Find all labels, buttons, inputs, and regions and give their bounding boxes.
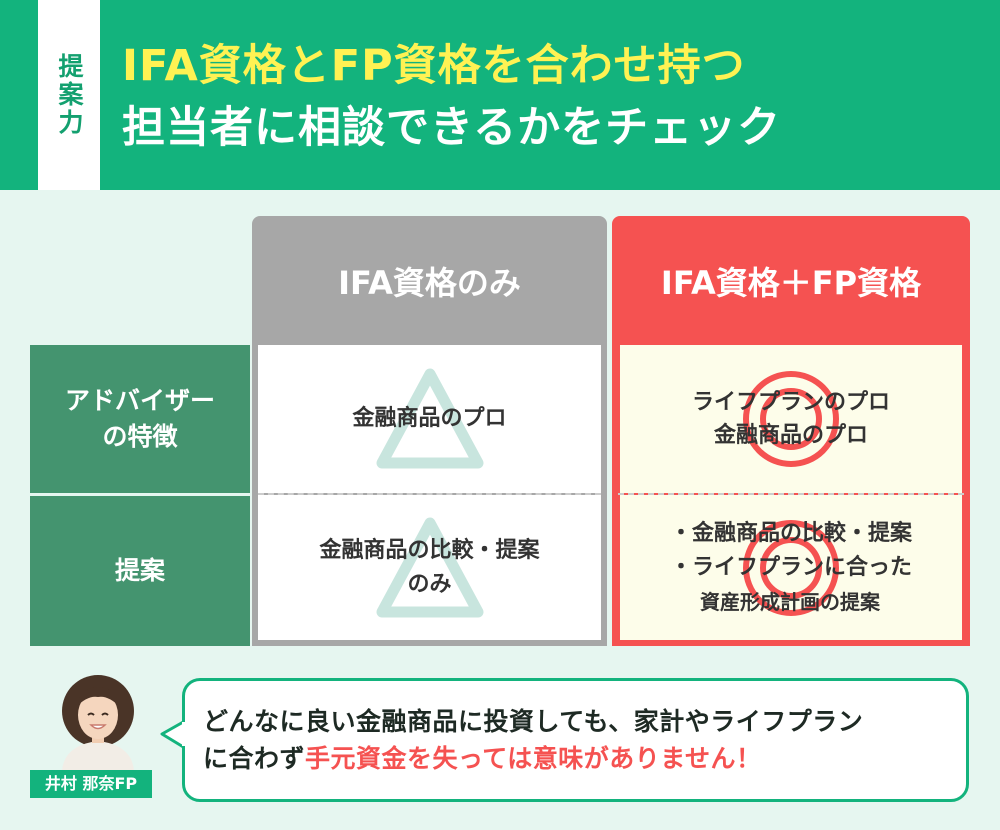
header-banner: 提案力 IFA資格とFP資格を合わせ持つ 担当者に相談できるかをチェック (0, 0, 1000, 190)
message-line-2: に合わず手元資金を失っては意味がありません！ (203, 740, 963, 777)
speech-bubble-tail-cover (182, 722, 190, 746)
column-ifa-only: 金融商品のプロ 金融商品の比較・提案 のみ (252, 345, 607, 646)
cell-both-feature: ライフプランのプロ 金融商品のプロ (620, 345, 962, 493)
row-header-proposal: 提案 (30, 496, 250, 646)
speech-bubble (182, 678, 969, 802)
title-line-1: IFA資格とFP資格を合わせ持つ (122, 41, 746, 91)
row-header-advisor-feature: アドバイザー の特徴 (30, 345, 250, 493)
proposal-bullet-2-cont: 資産形成計画の提案 (699, 589, 880, 614)
message-line-1: どんなに良い金融商品に投資しても、家計やライフプラン (203, 707, 864, 736)
double-circle-icon (743, 519, 839, 616)
proposal-bullet-2: ・ライフプランに合った (669, 554, 912, 580)
proposal-bullet-1: ・金融商品の比較・提案 (669, 520, 912, 546)
advisor-avatar (62, 675, 134, 771)
message-highlight: 手元資金を失っては意味がありません！ (305, 744, 762, 773)
title-line-2: 担当者に相談できるかをチェック (122, 103, 782, 153)
row-divider (258, 493, 601, 495)
cell-ifa-feature: 金融商品のプロ (258, 345, 601, 493)
cell-ifa-feature-text: 金融商品のプロ (352, 406, 507, 431)
cell-both-proposal: ・金融商品の比較・提案 ・ライフプランに合った 資産形成計画の提案 (620, 495, 962, 640)
column-ifa-fp: ライフプランのプロ 金融商品のプロ ・金融商品の比較・提案 ・ライフプランに合っ… (612, 345, 970, 646)
double-circle-icon (743, 371, 839, 467)
cell-both-feature-line1: ライフプランのプロ (691, 390, 890, 415)
cell-ifa-proposal-line1: 金融商品の比較・提案 (319, 537, 540, 563)
advisor-name-tag: 井村 那奈FP (30, 770, 152, 798)
row-header-advisor-feature-line1: アドバイザー (64, 386, 215, 415)
cell-ifa-proposal-line2: のみ (407, 571, 452, 597)
row-divider (618, 493, 964, 495)
column-header-ifa-fp: IFA資格＋FP資格 (612, 216, 970, 346)
message-line-2-prefix: に合わず (203, 744, 306, 773)
column-header-ifa-only: IFA資格のみ (252, 216, 607, 346)
cell-ifa-proposal: 金融商品の比較・提案 のみ (258, 495, 601, 640)
triangle-icon (376, 368, 483, 469)
row-header-advisor-feature-line2: の特徴 (102, 422, 178, 451)
triangle-icon (376, 517, 483, 617)
category-tag: 提案力 (38, 0, 100, 190)
cell-both-feature-line2: 金融商品のプロ (713, 423, 868, 448)
advisor-message: どんなに良い金融商品に投資しても、家計やライフプラン に合わず手元資金を失っては… (203, 703, 963, 777)
